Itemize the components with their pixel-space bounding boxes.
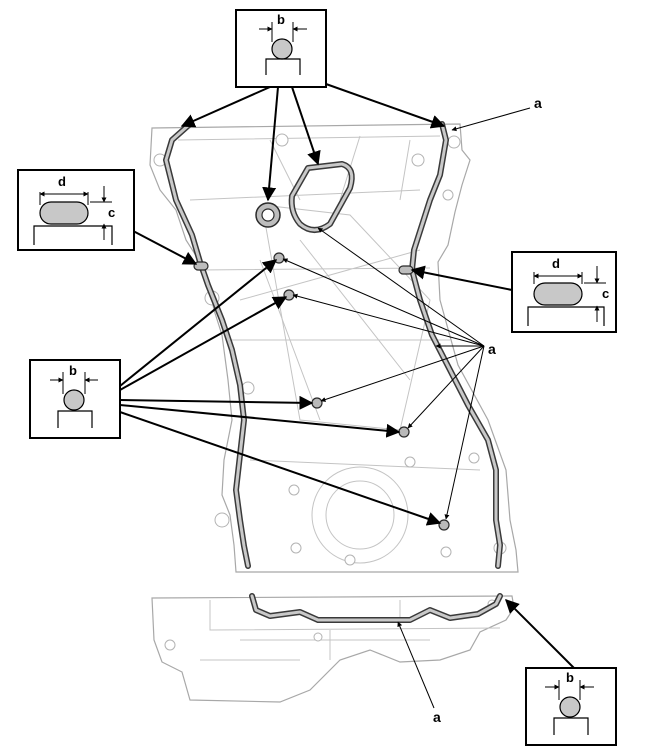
callout-a-bottom: a <box>433 709 441 725</box>
lower-sealant-bead <box>249 593 503 623</box>
lower-case <box>151 595 515 703</box>
slot-seal-right <box>398 265 414 275</box>
dim-b-label: b <box>277 12 285 27</box>
dim-c-label: c <box>108 205 115 220</box>
a-pointer-lines <box>282 107 531 709</box>
dim-d-label: d <box>58 174 66 189</box>
dim-c-label-right: c <box>602 286 609 301</box>
slot-seal-left <box>193 261 209 271</box>
timing-cover <box>149 123 519 573</box>
detail-box-right-cd: d c <box>511 251 617 333</box>
detail-box-top-b: b <box>235 9 327 88</box>
sealant-dot-4 <box>398 426 410 438</box>
sealant-dot-2 <box>283 289 295 301</box>
dim-b-label-left: b <box>69 363 77 378</box>
sealant-dot-5 <box>438 519 450 531</box>
cover-sealant-bead <box>163 121 503 569</box>
detail-box-bottom-b: b <box>525 667 617 746</box>
callout-a-top: a <box>534 95 542 111</box>
sealant-dot-3 <box>311 397 323 409</box>
detail-box-left-cd: d c <box>17 169 135 251</box>
dim-d-label-right: d <box>552 256 560 271</box>
detail-box-left-b: b <box>29 359 121 439</box>
callout-a-middle: a <box>488 341 496 357</box>
water-passage-seal <box>288 161 355 233</box>
ring-seal <box>255 202 281 228</box>
dim-b-label-bottom: b <box>566 670 574 685</box>
